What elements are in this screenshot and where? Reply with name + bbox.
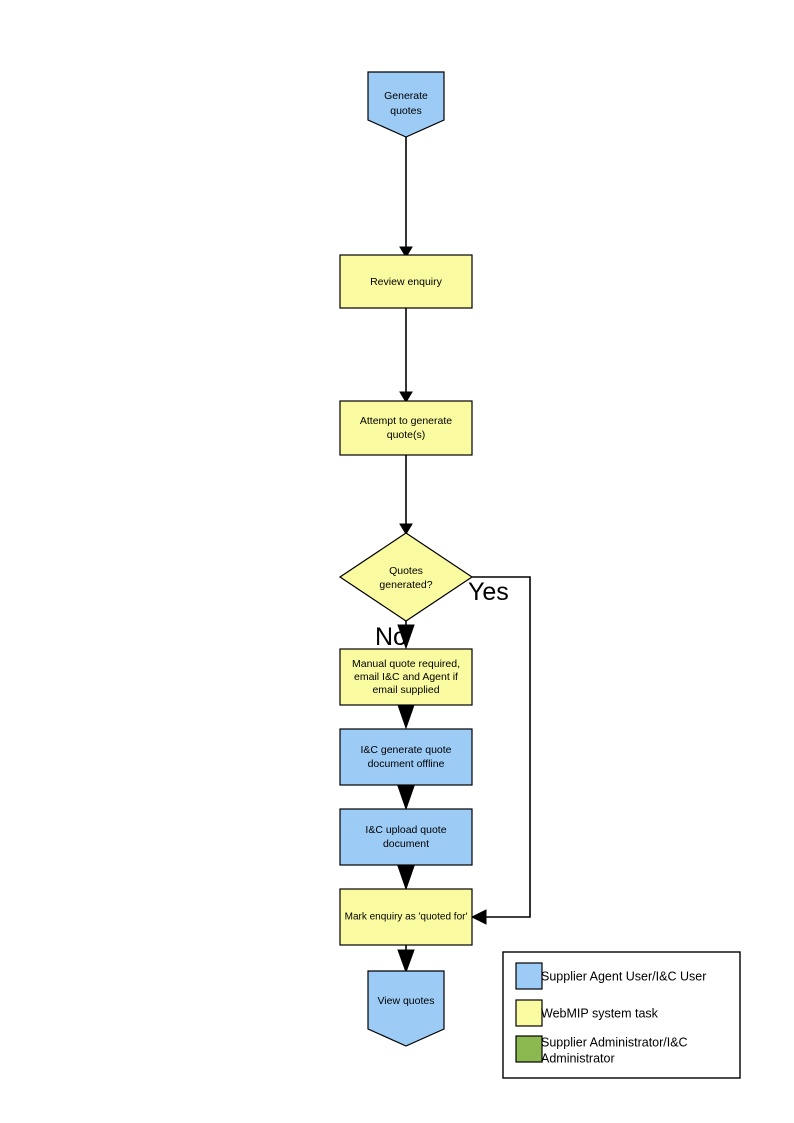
manual-quote-required-shape: [339, 648, 473, 706]
ic-generate-quote-document-offline-label-line-2: document offline: [368, 758, 445, 770]
node-generate-quotes[interactable]: Generate quotes: [367, 71, 445, 138]
ic-generate-quote-document-offline-shape: [339, 728, 473, 786]
legend-label-user-task: Supplier Agent User/I&C User: [541, 969, 706, 983]
connector-generate-to-review: [399, 137, 413, 258]
node-ic-upload-quote-document[interactable]: I&C upload quote document: [339, 808, 473, 866]
connector-review-to-attempt: [399, 308, 413, 403]
attempt-to-generate-quotes-label-line-1: Attempt to generate: [360, 415, 452, 427]
view-quotes-label: View quotes: [377, 995, 434, 1007]
legend-swatch-user-task: [515, 962, 543, 990]
connector-attempt-to-decision: [399, 455, 413, 535]
ic-generate-quote-document-offline-label-line-1: I&C generate quote: [360, 744, 451, 756]
legend: Supplier Agent User/I&C User WebMIP syst…: [502, 951, 741, 1079]
review-enquiry-label: Review enquiry: [370, 276, 443, 288]
manual-quote-required-label-line-2: email I&C and Agent if: [354, 671, 458, 683]
quotes-generated-decision-label-line-1: Quotes: [389, 565, 423, 577]
node-attempt-to-generate-quotes[interactable]: Attempt to generate quote(s): [339, 400, 473, 456]
view-quotes-shape: [367, 970, 445, 1047]
quotes-generated-decision-label-line-2: generated?: [379, 579, 432, 591]
legend-label-system-task: WebMIP system task: [541, 1006, 659, 1020]
node-manual-quote-required[interactable]: Manual quote required, email I&C and Age…: [339, 648, 473, 706]
node-mark-enquiry-as-quoted-for[interactable]: Mark enquiry as 'quoted for': [339, 888, 473, 946]
connector-decision-yes-to-mark: [470, 576, 531, 925]
manual-quote-required-label-line-3: email supplied: [372, 684, 439, 696]
legend-swatch-system-task: [515, 999, 543, 1027]
mark-enquiry-as-quoted-for-label: Mark enquiry as 'quoted for': [345, 912, 468, 923]
generate-quotes-label-line-1: Generate: [384, 90, 428, 102]
legend-item-system-task: WebMIP system task: [515, 999, 659, 1027]
branch-label-no: No: [375, 623, 407, 651]
connector-decision-no-to-manual: [397, 621, 415, 650]
generate-quotes-label-line-2: quotes: [390, 105, 422, 117]
connector-mark-to-view-quotes: [397, 945, 415, 974]
node-review-enquiry[interactable]: Review enquiry: [339, 254, 473, 309]
quotes-generated-decision-shape: [338, 532, 474, 622]
legend-item-user-task: Supplier Agent User/I&C User: [515, 962, 706, 990]
ic-upload-quote-document-shape: [339, 808, 473, 866]
ic-upload-quote-document-label-line-1: I&C upload quote: [365, 824, 446, 836]
connector-ic-generate-to-ic-upload: [397, 785, 415, 811]
ic-upload-quote-document-label-line-2: document: [383, 838, 429, 850]
legend-label-admin-task-line-1: Supplier Administrator/I&C: [541, 1035, 688, 1049]
legend-swatch-admin-task: [515, 1035, 543, 1063]
connector-manual-to-ic-generate: [397, 704, 415, 730]
manual-quote-required-label-line-1: Manual quote required,: [352, 658, 460, 670]
attempt-to-generate-quotes-shape: [339, 400, 473, 456]
legend-item-admin-task: Supplier Administrator/I&C Administrator: [515, 1035, 688, 1065]
legend-label-admin-task-line-2: Administrator: [541, 1051, 615, 1065]
node-ic-generate-quote-document-offline[interactable]: I&C generate quote document offline: [339, 728, 473, 786]
review-enquiry-shape: [339, 254, 473, 309]
node-quotes-generated-decision[interactable]: Quotes generated?: [338, 532, 474, 622]
mark-enquiry-as-quoted-for-shape: [339, 888, 473, 946]
attempt-to-generate-quotes-label-line-2: quote(s): [387, 429, 426, 441]
connector-ic-upload-to-mark: [397, 865, 415, 891]
node-view-quotes[interactable]: View quotes: [367, 970, 445, 1047]
branch-label-yes: Yes: [468, 578, 509, 606]
generate-quotes-shape: [367, 71, 445, 138]
